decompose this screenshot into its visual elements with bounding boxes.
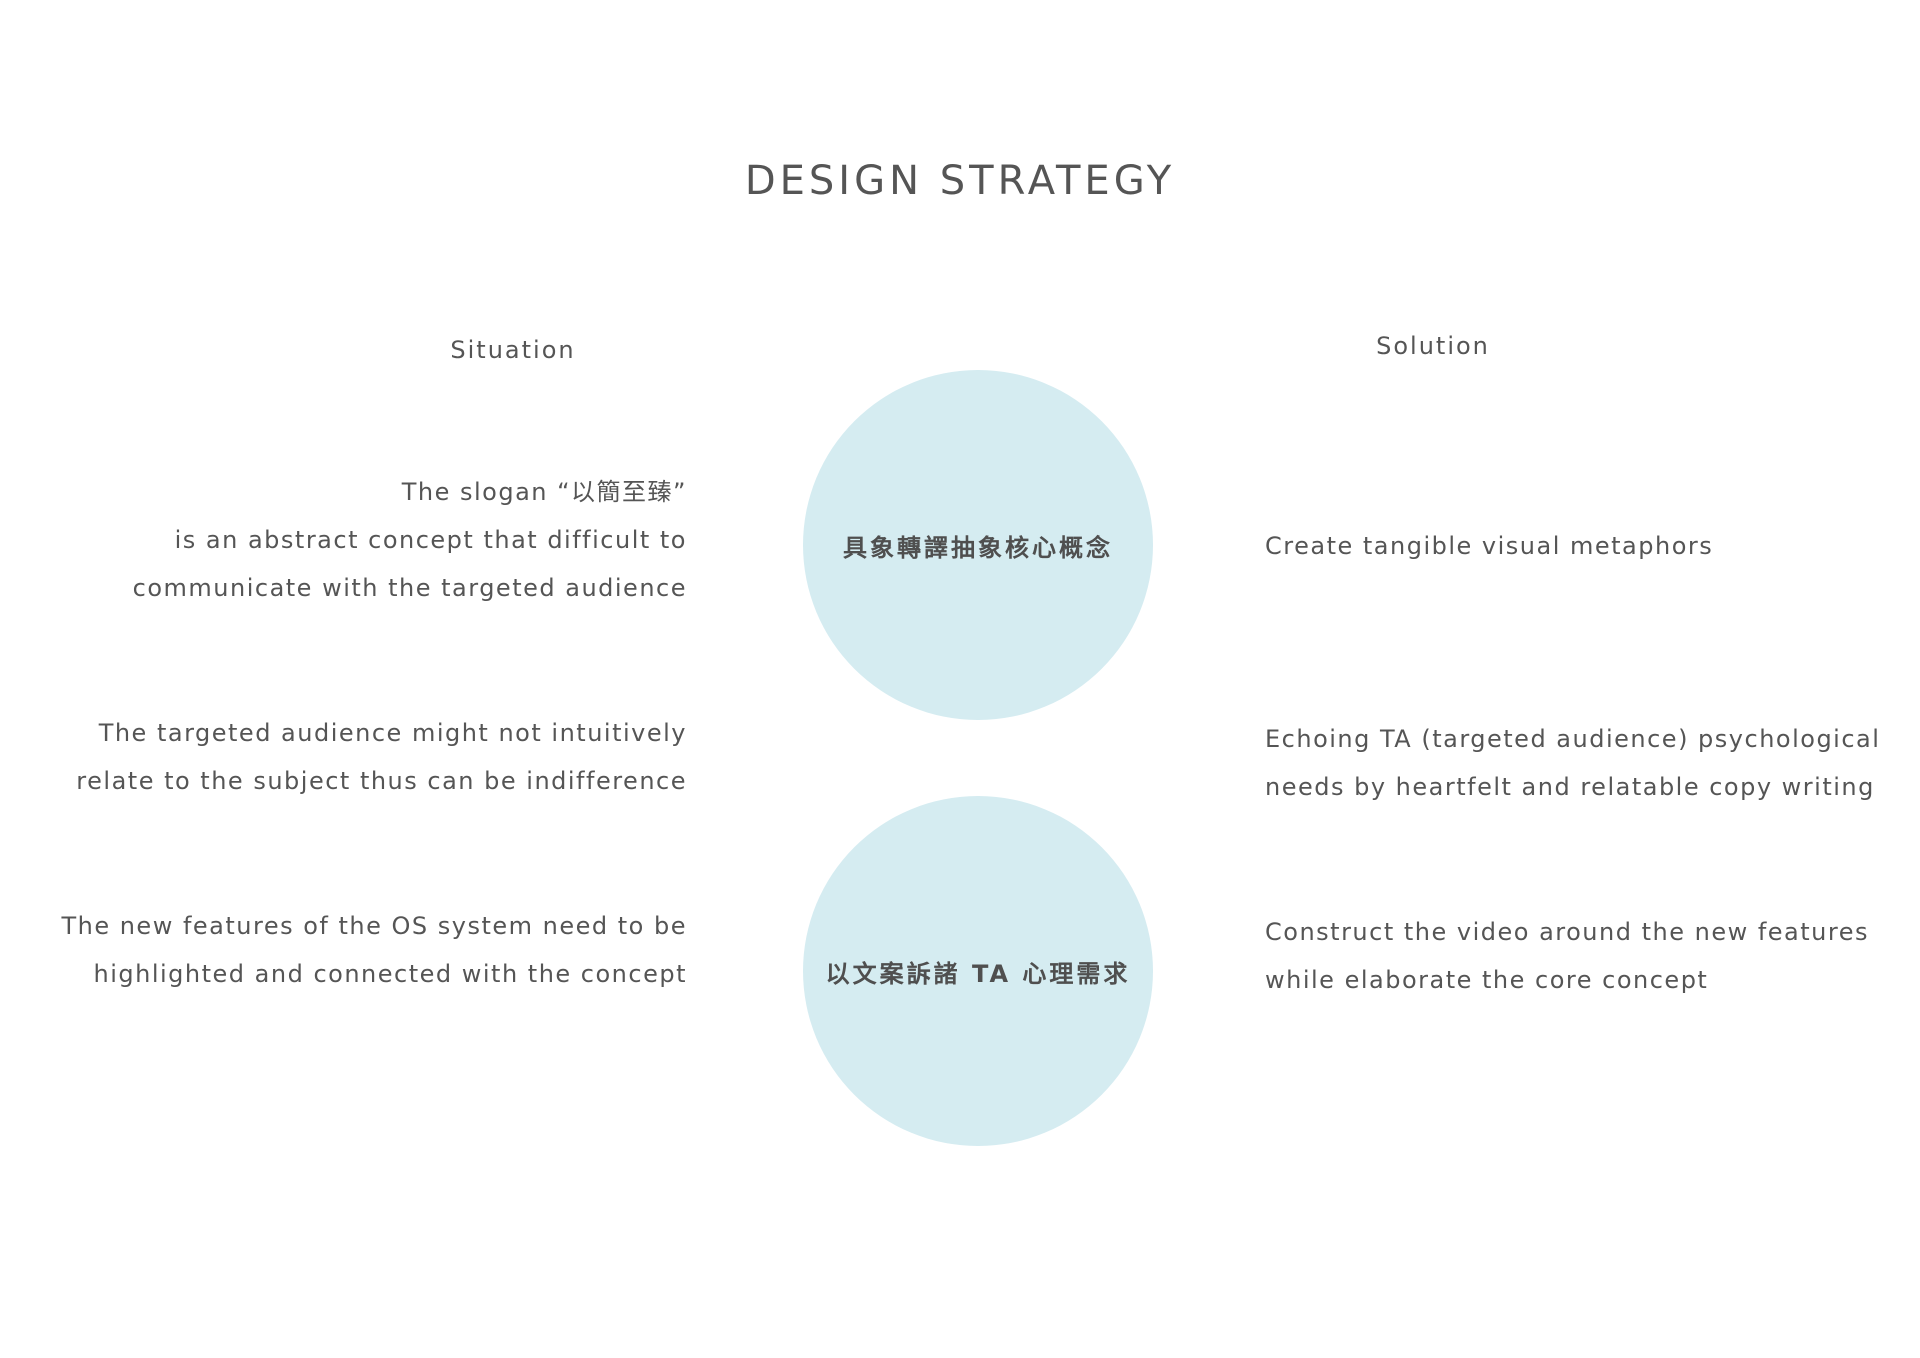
situation-3-line-2: highlighted and connected with the conce… [93,960,687,988]
solution-header: Solution [1376,332,1490,360]
solution-item-2: Echoing TA (targeted audience) psycholog… [1265,715,1905,811]
solution-1-line-1: Create tangible visual metaphors [1265,532,1714,560]
situation-item-1: The slogan “以簡至臻” is an abstract concept… [47,468,687,612]
solution-2-line-1: Echoing TA (targeted audience) psycholog… [1265,725,1881,753]
solution-item-3: Construct the video around the new featu… [1265,908,1905,1004]
situation-item-2: The targeted audience might not intuitiv… [47,709,687,805]
solution-item-1: Create tangible visual metaphors [1265,522,1905,570]
strategy-circle-1: 具象轉譯抽象核心概念 [803,370,1153,720]
page-title: DESIGN STRATEGY [744,158,1176,204]
situation-2-line-2: relate to the subject thus can be indiff… [76,767,687,795]
situation-1-line-3: communicate with the targeted audience [132,574,687,602]
solution-2-line-2: needs by heartfelt and relatable copy wr… [1265,773,1875,801]
situation-2-line-1: The targeted audience might not intuitiv… [98,719,687,747]
situation-header: Situation [450,336,576,364]
strategy-circle-2: 以文案訴諸 TA 心理需求 [803,796,1153,1146]
situation-item-3: The new features of the OS system need t… [47,902,687,998]
strategy-circle-1-label: 具象轉譯抽象核心概念 [843,533,1113,562]
strategy-circle-2-label: 以文案訴諸 TA 心理需求 [825,959,1131,988]
situation-1-line-2: is an abstract concept that difficult to [174,526,687,554]
solution-3-line-1: Construct the video around the new featu… [1265,918,1869,946]
situation-1-line-1: The slogan “以簡至臻” [401,478,687,506]
situation-3-line-1: The new features of the OS system need t… [61,912,687,940]
solution-3-line-2: while elaborate the core concept [1265,966,1709,994]
